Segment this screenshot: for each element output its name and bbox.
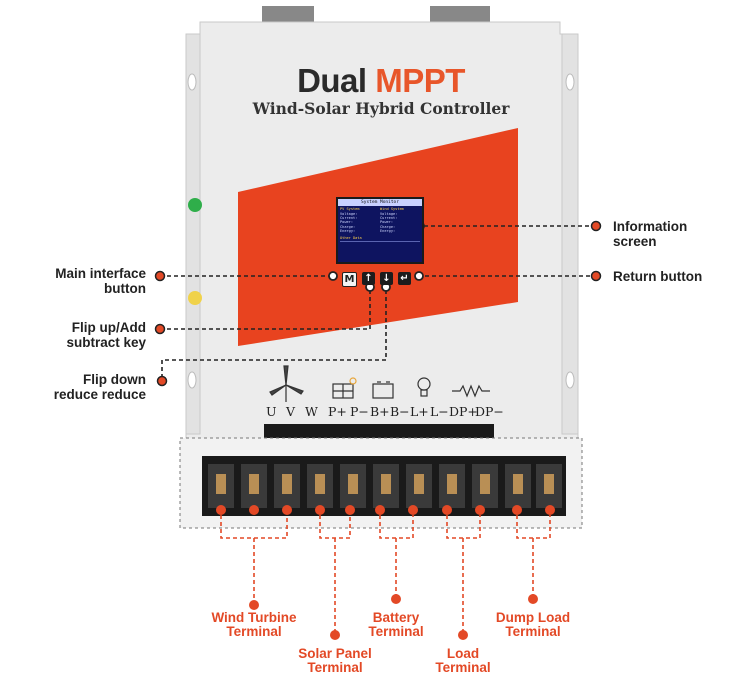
label-battery-terminal: Battery Terminal <box>331 611 461 639</box>
label-line: Battery <box>372 610 420 625</box>
terminal-letter-p-minus: P− <box>350 404 369 419</box>
status-led-green <box>188 198 202 212</box>
label-line: Load <box>446 646 480 661</box>
callout-flip-down: Flip down reduce reduce <box>20 372 146 402</box>
terminal-letter-u: U <box>266 404 277 419</box>
callout-flip-up: Flip up/Add subtract key <box>20 320 146 350</box>
top-fastener-left <box>262 6 314 24</box>
callout-return-button: Return button <box>613 269 703 284</box>
wind-system-title: Wind System <box>380 207 404 211</box>
terminal-group-leaders <box>220 515 551 632</box>
socket-contact <box>544 474 554 494</box>
terminal-letter-w: W <box>305 404 318 419</box>
socket-contact <box>216 474 226 494</box>
resistor-icon <box>452 384 490 398</box>
label-line: Dump Load <box>495 610 571 625</box>
screen-row-label: Charge: <box>380 224 396 229</box>
terminal-cover-strip <box>264 424 494 438</box>
label-line: Wind Turbine <box>211 610 297 625</box>
label-dump-load-terminal: Dump Load Terminal <box>468 611 598 639</box>
screen-row-label: Voltage: <box>380 212 398 216</box>
flip-up-button[interactable]: ↑ <box>362 272 375 285</box>
socket-contact <box>447 474 457 494</box>
mounting-ear-left <box>185 33 201 435</box>
screen-row-label: Charge: <box>340 224 356 229</box>
terminal-letter-p-plus: P+ <box>328 404 347 419</box>
screen-row-label: Energy: <box>380 228 396 233</box>
label-anchor-dots <box>249 594 538 640</box>
screen-header: System Monitor <box>338 199 422 206</box>
callout-line: screen <box>613 234 657 249</box>
label-line: Terminal <box>435 660 491 675</box>
screen-row-label: Voltage: <box>340 212 358 216</box>
battery-icon <box>372 381 394 399</box>
socket-contact <box>282 474 292 494</box>
terminal-letter-b-plus: B+ <box>370 404 390 419</box>
solar-panel-icon <box>332 377 357 399</box>
socket-contact <box>414 474 424 494</box>
label-solar-panel-terminal: Solar Panel Terminal <box>270 647 400 675</box>
mounting-slot <box>565 73 575 91</box>
return-button[interactable]: ↵ <box>398 272 411 285</box>
top-fastener-right <box>430 6 490 24</box>
label-line: Terminal <box>307 660 363 675</box>
label-line: Terminal <box>505 624 561 639</box>
label-wind-turbine-terminal: Wind Turbine Terminal <box>189 611 319 639</box>
terminal-letter-b-minus: B− <box>390 404 410 419</box>
terminal-letter-l-plus: L+ <box>410 404 429 419</box>
callout-line: Main interface <box>55 266 146 281</box>
callout-information-screen: Information screen <box>613 219 687 249</box>
terminal-sockets <box>208 464 562 508</box>
callout-line: button <box>104 281 146 296</box>
light-bulb-icon <box>417 377 431 397</box>
terminal-letter-v: V <box>286 404 296 419</box>
status-led-yellow <box>188 291 202 305</box>
callout-line: Information <box>613 219 688 234</box>
screen-divider <box>340 241 420 242</box>
socket-contact <box>315 474 325 494</box>
callout-main-interface: Main interface button <box>20 266 146 296</box>
pv-system-title: PV System <box>340 207 360 211</box>
callout-line: Flip down <box>83 372 146 387</box>
label-load-terminal: Load Terminal <box>398 647 528 675</box>
main-interface-button[interactable]: M <box>342 272 357 287</box>
terminal-icons <box>269 365 490 402</box>
terminal-letter-dp-minus: DP− <box>475 404 504 419</box>
callout-line: subtract key <box>66 335 146 350</box>
screen-row-label: Energy: <box>340 228 356 233</box>
mounting-ear-right <box>561 33 579 435</box>
mounting-slot <box>187 73 197 91</box>
socket-contact <box>249 474 259 494</box>
socket-contact <box>348 474 358 494</box>
information-screen: System Monitor PV System Wind System Vol… <box>336 197 424 264</box>
terminal-letter-l-minus: L− <box>430 404 449 419</box>
brand-title: Dual MPPT <box>186 62 576 100</box>
brand-part-1: Dual <box>297 62 367 99</box>
terminal-letter-dp-plus: DP+ <box>449 404 478 419</box>
callout-line: Flip up/Add <box>71 320 146 335</box>
screen-row-label: Current: <box>380 216 398 221</box>
socket-contact <box>381 474 391 494</box>
callout-end-dots <box>154 220 602 387</box>
terminal-marker-dots <box>216 505 555 515</box>
mounting-slot <box>187 371 197 389</box>
socket-contact <box>513 474 523 494</box>
wind-turbine-icon <box>269 365 304 402</box>
socket-contact <box>480 474 490 494</box>
callout-leaders <box>160 225 596 378</box>
product-subtitle: Wind-Solar Hybrid Controller <box>252 99 510 118</box>
callout-line: reduce reduce <box>53 387 146 402</box>
mounting-slot <box>565 371 575 389</box>
flip-down-button[interactable]: ↓ <box>380 272 393 285</box>
screen-row-label: Power: <box>380 220 393 225</box>
label-line: Terminal <box>368 624 424 639</box>
brand-part-2: MPPT <box>375 62 465 99</box>
screen-row-label: Current: <box>340 216 358 221</box>
other-data-title: Other Data <box>340 236 362 240</box>
label-line: Solar Panel <box>298 646 372 661</box>
screen-row-label: Power: <box>340 220 353 225</box>
label-line: Terminal <box>226 624 282 639</box>
